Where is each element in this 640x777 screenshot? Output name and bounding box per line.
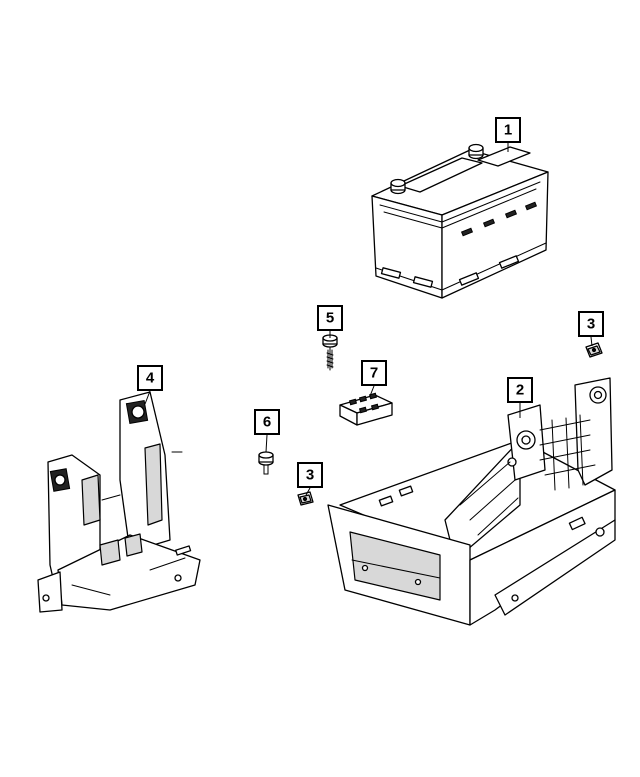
leader-line-3-lower (305, 487, 311, 496)
callout-5-label: 5 (326, 310, 334, 327)
callout-7: 7 (361, 360, 387, 386)
battery-tray-illustration (327, 377, 616, 626)
callout-5: 5 (317, 305, 343, 331)
callout-4-label: 4 (146, 370, 155, 387)
callout-6-label: 6 (263, 414, 271, 431)
callout-3-lower-label: 3 (306, 467, 314, 484)
clip-nut-upper-illustration (585, 342, 603, 358)
callout-3-upper: 3 (578, 311, 604, 337)
leader-line-4 (144, 390, 151, 405)
hold-down-pad-illustration (339, 392, 393, 426)
callout-2: 2 (507, 377, 533, 403)
callout-2-label: 2 (516, 382, 524, 399)
support-bracket-illustration (37, 391, 201, 613)
leader-line-3-upper (590, 336, 593, 347)
battery-illustration (371, 143, 549, 299)
screw-illustration (258, 451, 274, 475)
clip-nut-lower-illustration (297, 491, 314, 506)
callout-4: 4 (137, 365, 163, 391)
bolt-illustration (322, 334, 338, 371)
callout-6: 6 (254, 409, 280, 435)
callout-3-lower: 3 (297, 462, 323, 488)
callout-3-upper-label: 3 (587, 316, 595, 333)
leader-line-7 (369, 385, 375, 397)
callout-1: 1 (495, 117, 521, 143)
callout-7-label: 7 (370, 365, 378, 382)
leader-line-6 (265, 434, 268, 453)
callout-1-label: 1 (504, 122, 512, 139)
